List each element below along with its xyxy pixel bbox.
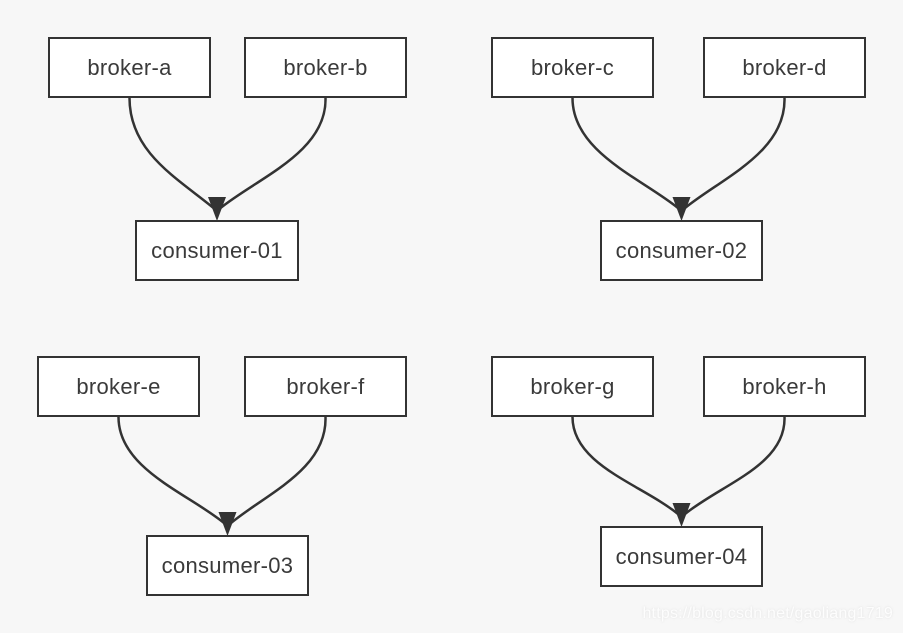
node-consumer-01-label: consumer-01 xyxy=(151,237,283,263)
node-consumer-04-label: consumer-04 xyxy=(615,543,748,569)
node-broker-e: broker-e xyxy=(37,356,200,417)
connector-broker-b-to-consumer-01 xyxy=(219,96,327,210)
arrowhead-consumer-02 xyxy=(672,197,691,221)
node-broker-c-label: broker-c xyxy=(530,54,615,80)
watermark-text: https://blog.csdn.net/gaoliang1719 xyxy=(642,605,893,622)
node-broker-f-label: broker-f xyxy=(286,373,365,399)
connector-broker-f-to-consumer-03 xyxy=(229,415,327,525)
connector-broker-h-to-consumer-04 xyxy=(683,415,786,516)
node-broker-g: broker-g xyxy=(491,356,654,417)
node-broker-b: broker-b xyxy=(244,37,407,98)
node-broker-a-label: broker-a xyxy=(87,54,172,80)
node-consumer-02: consumer-02 xyxy=(600,220,763,281)
node-broker-d-label: broker-d xyxy=(742,54,827,80)
connector-broker-d-to-consumer-02 xyxy=(683,96,786,210)
node-consumer-03-label: consumer-03 xyxy=(161,552,294,578)
node-broker-h: broker-h xyxy=(703,356,866,417)
arrowhead-consumer-01 xyxy=(208,197,226,221)
node-broker-h-label: broker-h xyxy=(742,373,827,399)
connector-broker-a-to-consumer-01 xyxy=(128,96,215,210)
connector-broker-c-to-consumer-02 xyxy=(571,96,680,210)
connector-broker-g-to-consumer-04 xyxy=(571,415,680,516)
node-broker-d: broker-d xyxy=(703,37,866,98)
node-consumer-04: consumer-04 xyxy=(600,526,763,587)
node-broker-f: broker-f xyxy=(244,356,407,417)
node-consumer-01: consumer-01 xyxy=(135,220,299,281)
node-broker-g-label: broker-g xyxy=(530,373,615,399)
arrowhead-consumer-03 xyxy=(218,512,237,536)
node-broker-b-label: broker-b xyxy=(283,54,368,80)
node-broker-a: broker-a xyxy=(48,37,211,98)
arrowhead-consumer-04 xyxy=(672,503,691,527)
node-consumer-03: consumer-03 xyxy=(146,535,309,596)
connector-broker-e-to-consumer-03 xyxy=(117,415,226,525)
node-consumer-02-label: consumer-02 xyxy=(615,237,748,263)
node-broker-c: broker-c xyxy=(491,37,654,98)
node-broker-e-label: broker-e xyxy=(76,373,161,399)
